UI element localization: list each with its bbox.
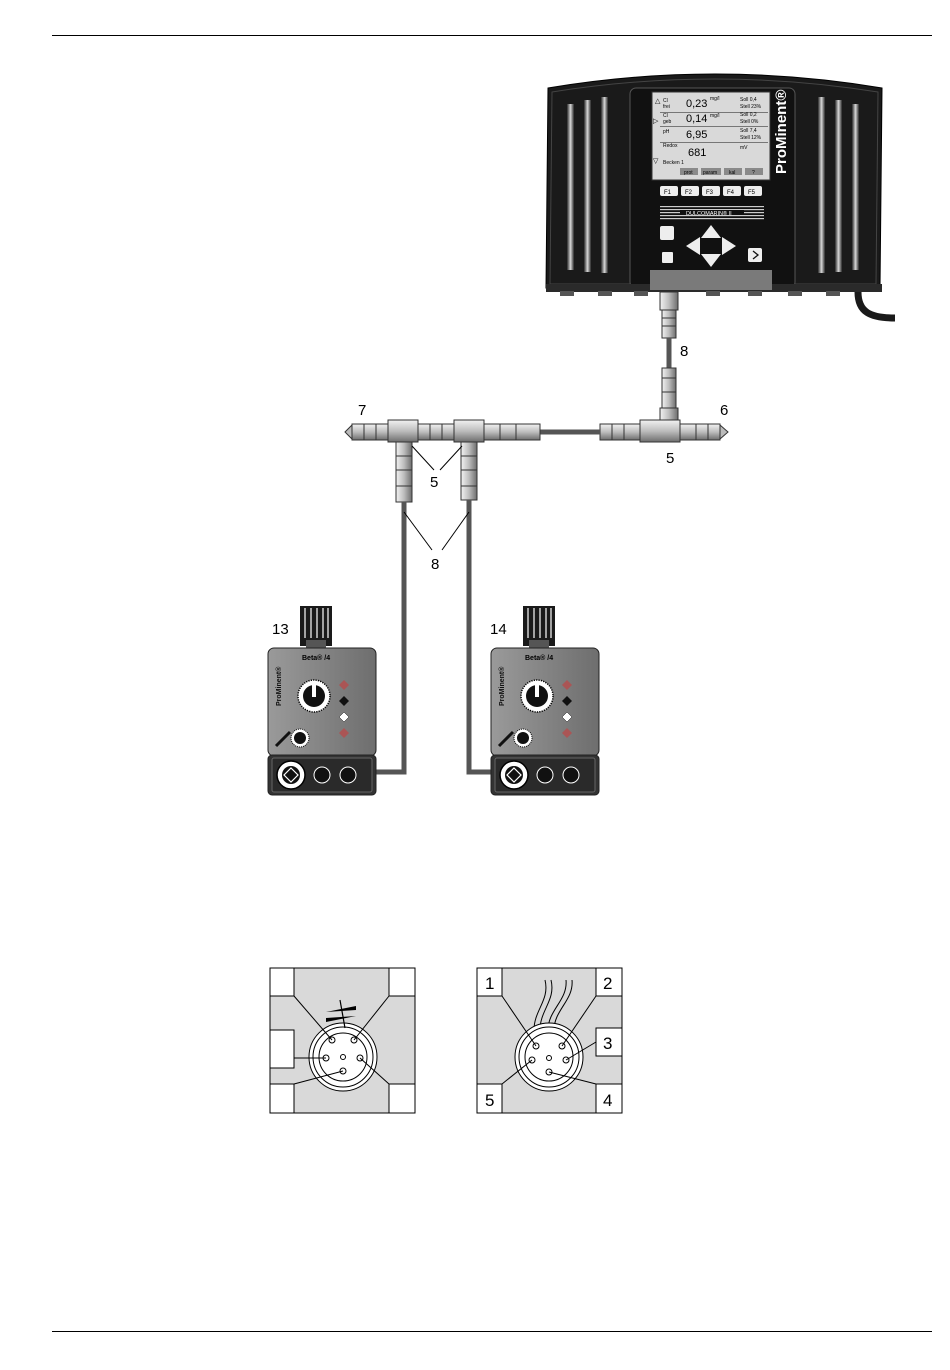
controller-brand: ProMinent® xyxy=(773,90,790,174)
lcd-row3-value: 6,95 xyxy=(686,129,707,141)
pump-13-level-socket[interactable] xyxy=(340,767,356,783)
drop-connector-13 xyxy=(396,442,412,502)
pin-label-3: 3 xyxy=(603,1034,612,1053)
pin-label-4: 4 xyxy=(603,1091,612,1110)
lcd-row2-set: Soll 0,2 xyxy=(740,112,757,118)
drop-connector-14 xyxy=(461,442,477,500)
lcd-row1-sub: frei xyxy=(663,104,670,110)
function-keys: F1 F2 F3 F4 F5 xyxy=(660,186,762,196)
cooling-fins-left xyxy=(567,97,608,273)
f4-label: F4 xyxy=(727,190,735,196)
callout-6: 6 xyxy=(720,402,728,419)
cursor-icon: ▷ xyxy=(653,118,659,125)
callout-8-top: 8 xyxy=(680,343,688,360)
f2-label: F2 xyxy=(685,190,693,196)
callout-7: 7 xyxy=(358,402,366,419)
pump-13-model: Beta® /4 xyxy=(302,654,330,662)
pump-13-brand: ProMinent® xyxy=(275,666,283,706)
lcd-row2-unit: mg/l xyxy=(710,113,719,119)
pump-13-bus-socket[interactable] xyxy=(314,767,330,783)
t-distributor-right xyxy=(600,420,728,442)
up-arrow-icon: △ xyxy=(655,98,661,105)
model-label: DULCOMARIN® II xyxy=(686,210,732,217)
t-distributor-left xyxy=(345,420,540,442)
callout-leaders xyxy=(404,446,469,550)
lcd-row1-value: 0,23 xyxy=(686,98,707,110)
f1-label: F1 xyxy=(664,190,672,196)
callout-13: 13 xyxy=(272,621,289,638)
pin-label-5: 5 xyxy=(485,1091,494,1110)
softkey-help[interactable]: ? xyxy=(752,170,755,176)
socket-detail-left xyxy=(270,968,415,1113)
pump-14-level-socket[interactable] xyxy=(563,767,579,783)
bus-connector-tee-right-in xyxy=(660,368,678,420)
pump-14: Beta® /4 ProMinent® xyxy=(491,606,599,795)
lcd-row3-out: Stell 12% xyxy=(740,135,762,141)
down-arrow-icon: ▽ xyxy=(653,158,659,165)
socket-detail-right: 1 2 3 4 5 xyxy=(477,968,622,1113)
lcd-row3-set: Soll 7,4 xyxy=(740,128,757,134)
callout-5-left: 5 xyxy=(430,474,438,491)
lcd-row1-unit: mg/l xyxy=(710,96,719,102)
lcd-row4-value: 681 xyxy=(688,147,706,159)
lcd-row4-unit: mV xyxy=(740,145,748,151)
softkey-param[interactable]: param xyxy=(703,170,717,176)
f3-label: F3 xyxy=(706,190,714,196)
bus-connector-controller xyxy=(660,292,678,338)
enter-key[interactable] xyxy=(748,248,762,262)
lcd-row2-sub: geb xyxy=(663,119,672,125)
pump-14-bus-socket[interactable] xyxy=(537,767,553,783)
softkey-kal[interactable]: kal xyxy=(729,170,735,176)
callout-14: 14 xyxy=(490,621,507,638)
pump-14-brand: ProMinent® xyxy=(498,666,506,706)
softkey-prot[interactable]: prot xyxy=(684,170,693,176)
pin-label-2: 2 xyxy=(603,974,612,993)
lcd-row4-param: Redox xyxy=(663,143,678,149)
lcd-row3-param: pH xyxy=(663,129,670,135)
lcd-row2-value: 0,14 xyxy=(686,113,707,125)
cooling-fins-right xyxy=(818,97,859,273)
lcd-row1-set: Soll 0,4 xyxy=(740,97,757,103)
stop-key[interactable] xyxy=(661,251,674,264)
controller-display: △ ▷ ▽ Cl frei 0,23 mg/l Soll 0,4 Stell 2… xyxy=(652,92,770,180)
lcd-row2-out: Stell 0% xyxy=(740,119,759,125)
power-cable xyxy=(858,292,895,318)
callout-5-right: 5 xyxy=(666,450,674,467)
f5-label: F5 xyxy=(748,190,756,196)
escape-key[interactable] xyxy=(660,226,674,240)
lcd-row1-out: Stell 23% xyxy=(740,104,762,110)
callout-8-bottom: 8 xyxy=(431,556,439,573)
lcd-pool-name: Becken 1 xyxy=(663,160,684,166)
pin-label-1: 1 xyxy=(485,974,494,993)
pump-14-model: Beta® /4 xyxy=(525,654,553,662)
